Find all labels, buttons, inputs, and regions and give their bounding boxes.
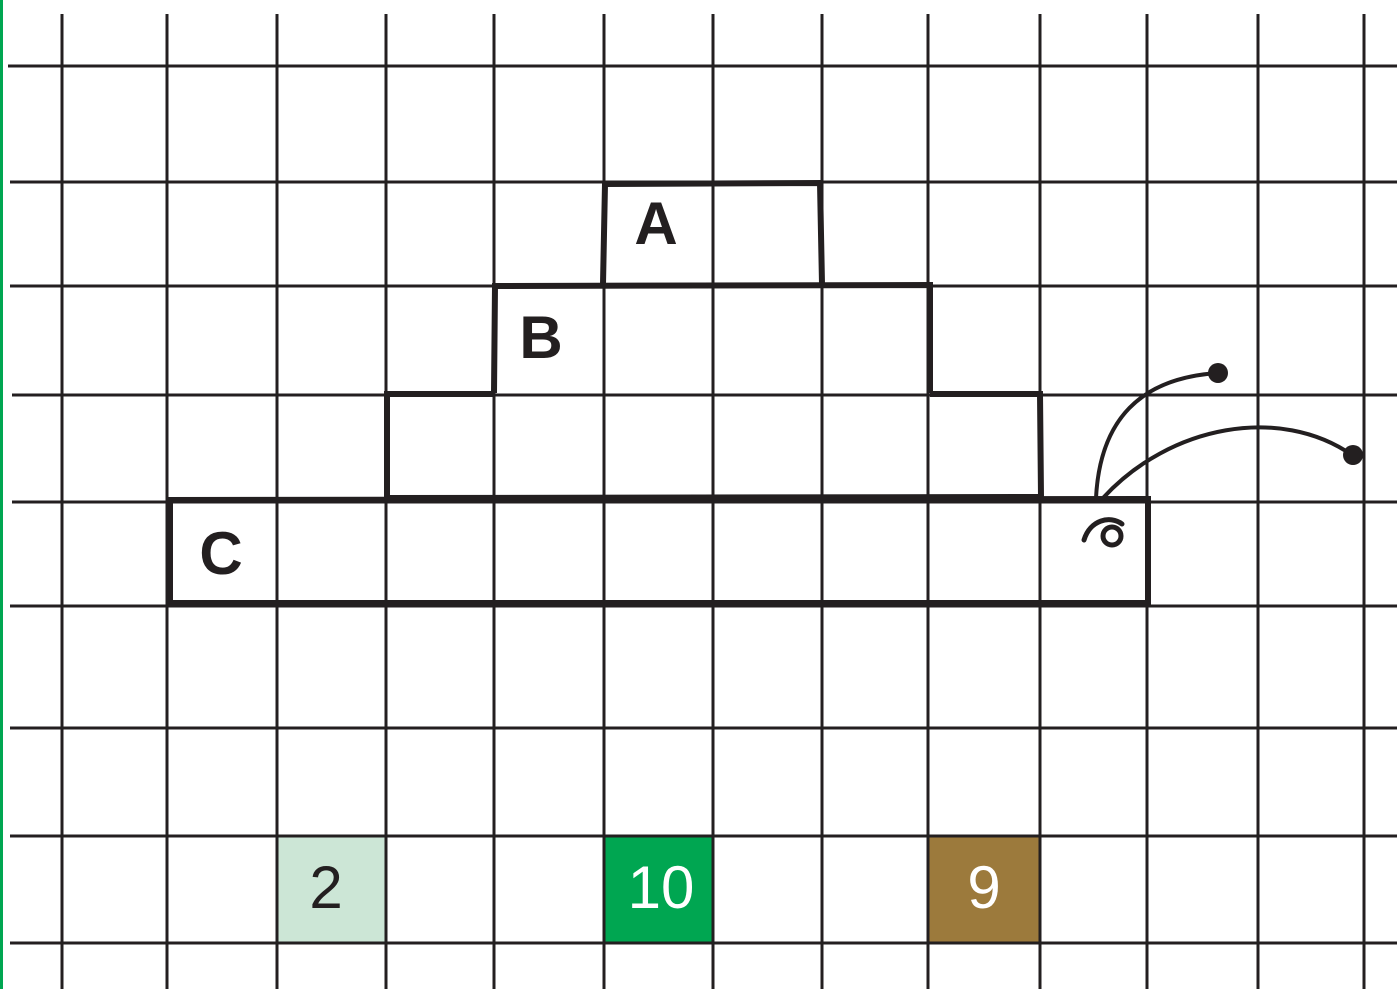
step-baseline	[387, 497, 1041, 498]
label-a: A	[634, 190, 677, 257]
snail-antenna-tip	[1343, 445, 1363, 465]
number-2-text: 2	[309, 854, 342, 921]
snail-shell-center	[1103, 527, 1121, 545]
label-c: C	[199, 520, 242, 587]
number-10-text: 10	[628, 854, 695, 921]
number-cell-values: 2 10 9	[309, 854, 1000, 921]
number-9-text: 9	[967, 854, 1000, 921]
snail-antenna-tip	[1208, 363, 1228, 383]
block-c-outline	[170, 499, 1148, 603]
left-edge-accent	[0, 0, 3, 989]
snail-icon	[1084, 363, 1363, 545]
label-b: B	[519, 304, 562, 371]
snail-antenna-long	[1103, 427, 1352, 498]
